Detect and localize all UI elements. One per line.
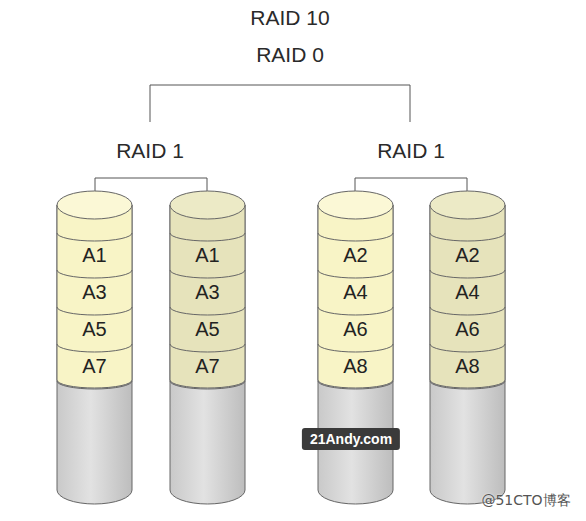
disk-block: A2: [430, 233, 505, 270]
block-label: A2: [455, 244, 479, 267]
block-label: A3: [82, 281, 106, 304]
disk-block: A2: [318, 233, 393, 270]
disk-block: A1: [170, 233, 245, 270]
watermark: @51CTO博客: [481, 492, 570, 510]
disk-block: A7: [57, 344, 132, 381]
block-label: A1: [195, 244, 219, 267]
block-label: A5: [82, 318, 106, 341]
disk-block: A3: [170, 270, 245, 307]
raid0-bracket: [150, 85, 410, 122]
block-label: A5: [195, 318, 219, 341]
watermark: 21Andy.com: [302, 428, 400, 450]
block-label: A7: [82, 355, 106, 378]
disk-block: A1: [57, 233, 132, 270]
array-level: RAID 0: [256, 43, 324, 67]
disk-block: A6: [318, 307, 393, 344]
disk-block: A4: [430, 270, 505, 307]
disk-block: A8: [318, 344, 393, 381]
array-level: RAID 1: [116, 139, 184, 163]
block-label: A8: [343, 355, 367, 378]
disk-block: A7: [170, 344, 245, 381]
block-label: A4: [455, 281, 479, 304]
block-label: A6: [343, 318, 367, 341]
array-level: RAID 10: [250, 6, 329, 30]
disk-block: A5: [170, 307, 245, 344]
disk-cylinder: [318, 191, 393, 504]
disk-block: A5: [57, 307, 132, 344]
disk-cylinder: [57, 191, 132, 504]
block-label: A2: [343, 244, 367, 267]
disk-block: A8: [430, 344, 505, 381]
disk-cylinder: [430, 191, 505, 504]
block-label: A3: [195, 281, 219, 304]
disk-block: A4: [318, 270, 393, 307]
block-label: A8: [455, 355, 479, 378]
block-label: A6: [455, 318, 479, 341]
disk-block: A3: [57, 270, 132, 307]
block-label: A7: [195, 355, 219, 378]
array-level: RAID 1: [377, 139, 445, 163]
disk-cylinder: [170, 191, 245, 504]
block-label: A1: [82, 244, 106, 267]
block-label: A4: [343, 281, 367, 304]
disk-block: A6: [430, 307, 505, 344]
